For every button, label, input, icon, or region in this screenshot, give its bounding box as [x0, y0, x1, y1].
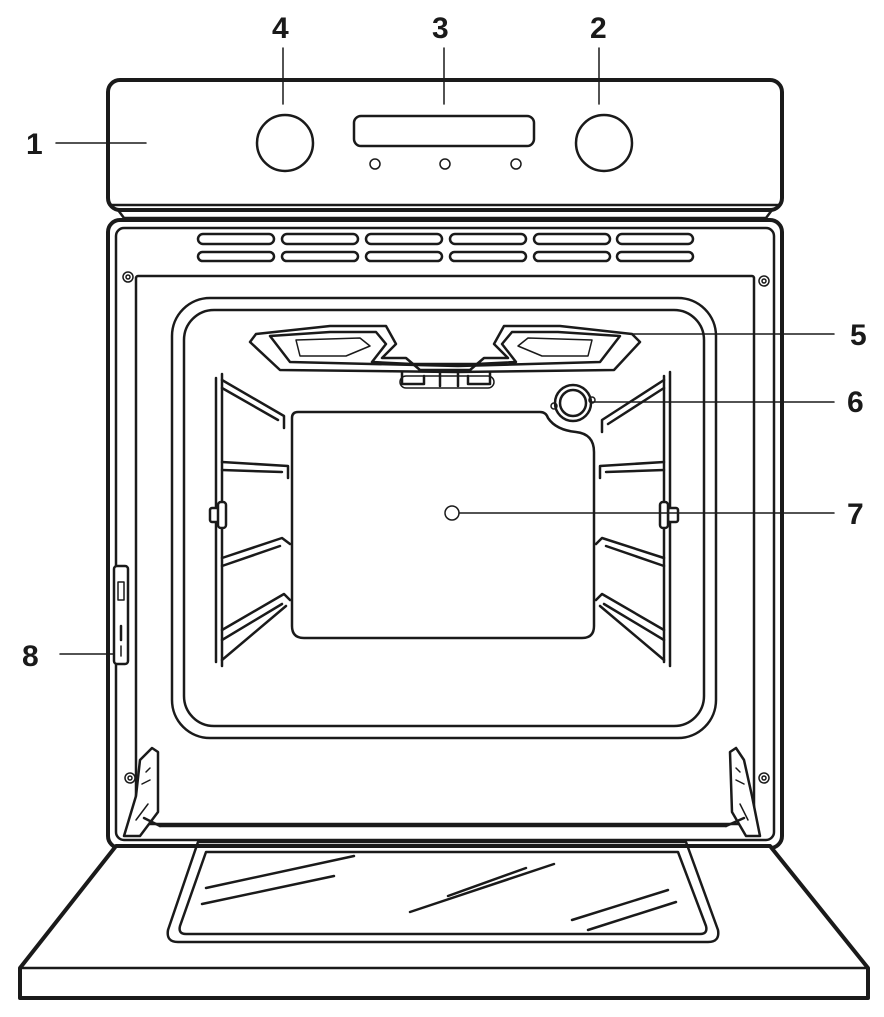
- left-knob: [255, 113, 315, 173]
- right-shelf-rack: [594, 370, 680, 668]
- grill-element: [248, 324, 642, 389]
- leader-lines: [55, 47, 835, 655]
- callout-8: 8: [22, 640, 39, 673]
- display: [352, 114, 536, 170]
- callout-6: 6: [847, 386, 864, 419]
- right-hinge: [728, 746, 762, 838]
- left-hinge: [122, 746, 160, 838]
- control-panel: [106, 78, 784, 220]
- oven-body: [106, 218, 784, 850]
- right-knob: [574, 113, 634, 173]
- callout-5: 5: [850, 319, 867, 352]
- callout-2: 2: [590, 12, 607, 45]
- oven-door: [18, 816, 870, 1000]
- callout-7: 7: [847, 498, 864, 531]
- callout-1: 1: [26, 128, 43, 161]
- door-catch: [112, 564, 130, 666]
- callout-3: 3: [432, 12, 449, 45]
- left-shelf-rack: [208, 372, 292, 668]
- oven-cavity: [170, 296, 718, 740]
- callout-4: 4: [272, 12, 289, 45]
- oven-lamp: [550, 383, 596, 423]
- vent-slots: [196, 232, 695, 263]
